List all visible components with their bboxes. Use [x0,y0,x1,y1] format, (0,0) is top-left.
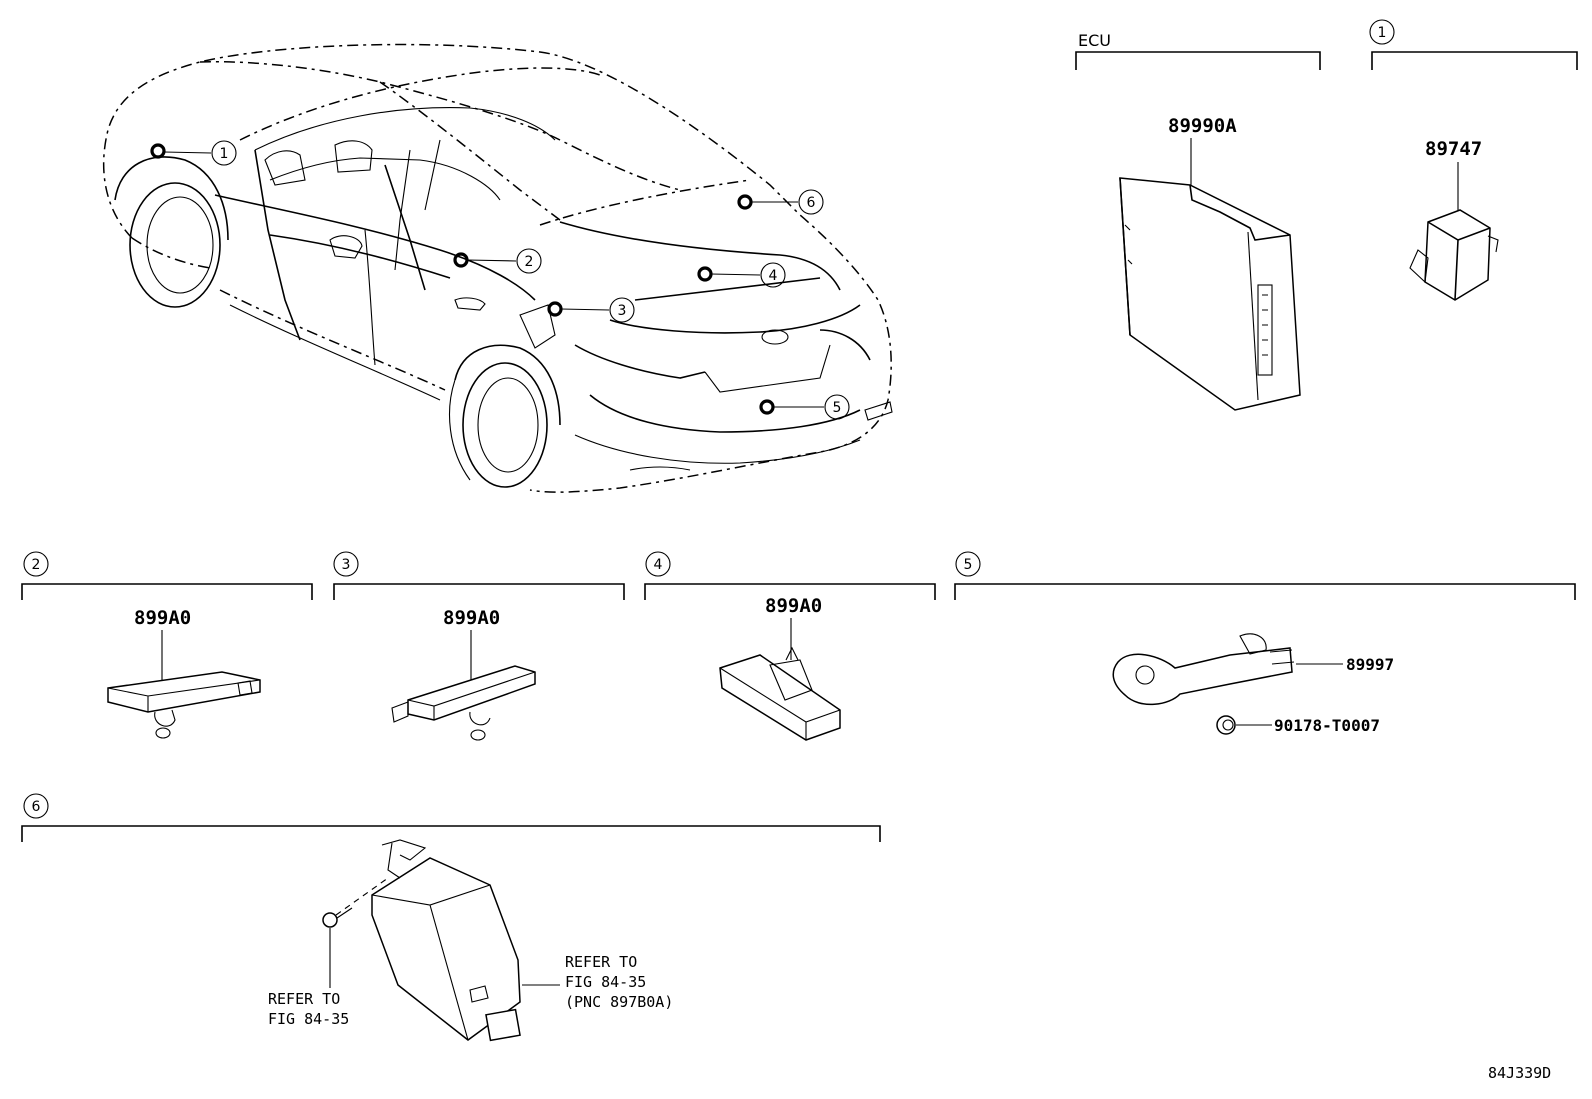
section-3: 3 899A0 [333,551,625,741]
location-marker-4 [697,266,713,282]
ecu-module-drawing [1119,177,1301,411]
ecu-section: ECU 89990A [1075,31,1321,411]
section-5-number: 5 [964,557,973,573]
part-number-89747[interactable]: 89747 [1425,138,1482,160]
refer-note-left-line2: FIG 84-35 [268,1010,349,1028]
location-marker-2 [453,252,469,268]
part-number-89990A[interactable]: 89990A [1168,115,1237,137]
section-5: 5 89997 90178-T0007 [954,551,1576,735]
svg-text:3: 3 [618,303,627,319]
section-1: 1 89747 [1369,19,1578,301]
svg-text:6: 6 [807,195,816,211]
refer-note-left-line1: REFER TO [268,990,340,1008]
callout-1: 1 [211,140,237,166]
callout-3: 3 [609,297,635,323]
location-marker-3 [547,301,563,317]
location-marker-6 [737,194,753,210]
section-1-number: 1 [1378,25,1387,41]
clip-90178-drawing [1216,715,1236,735]
sensor-89997-drawing [1112,633,1295,706]
figure-code: 84J339D [1488,1064,1551,1082]
part-number-90178-T0007[interactable]: 90178-T0007 [1274,716,1380,735]
sensor-89747-drawing [1409,209,1499,301]
screw-drawing [322,877,389,928]
section-4: 4 899A0 [644,551,936,741]
callout-2: 2 [516,248,542,274]
ecu-section-label: ECU [1078,31,1111,50]
part-number-89997[interactable]: 89997 [1346,655,1394,674]
refer-note-right-line1: REFER TO [565,953,637,971]
antenna-899A0-b-drawing [391,665,536,741]
callout-4: 4 [760,262,786,288]
svg-text:5: 5 [833,400,842,416]
svg-text:2: 2 [525,254,534,270]
antenna-899A0-c-drawing [719,646,841,741]
refer-note-right-line2: FIG 84-35 [565,973,646,991]
part-number-899A0-c[interactable]: 899A0 [765,595,822,617]
section-6: 6 REFER TO FIG 84-35 REFER TO FIG 84-35 … [21,793,881,1042]
section-6-number: 6 [32,799,41,815]
vehicle-illustration: 1 2 3 4 5 6 [102,43,893,493]
location-marker-5 [759,399,775,415]
section-3-number: 3 [342,557,351,573]
callout-5: 5 [824,394,850,420]
antenna-899A0-a-drawing [107,671,261,739]
part-number-899A0-b[interactable]: 899A0 [443,607,500,629]
part-number-899A0-a[interactable]: 899A0 [134,607,191,629]
section-2: 2 899A0 [21,551,313,739]
callout-6: 6 [798,189,824,215]
section-4-number: 4 [654,557,663,573]
svg-text:1: 1 [220,146,229,162]
receiver-module-drawing [371,839,521,1042]
refer-note-right-line3: (PNC 897B0A) [565,993,673,1011]
section-2-number: 2 [32,557,41,573]
svg-text:4: 4 [769,268,778,284]
location-marker-1 [150,143,166,159]
